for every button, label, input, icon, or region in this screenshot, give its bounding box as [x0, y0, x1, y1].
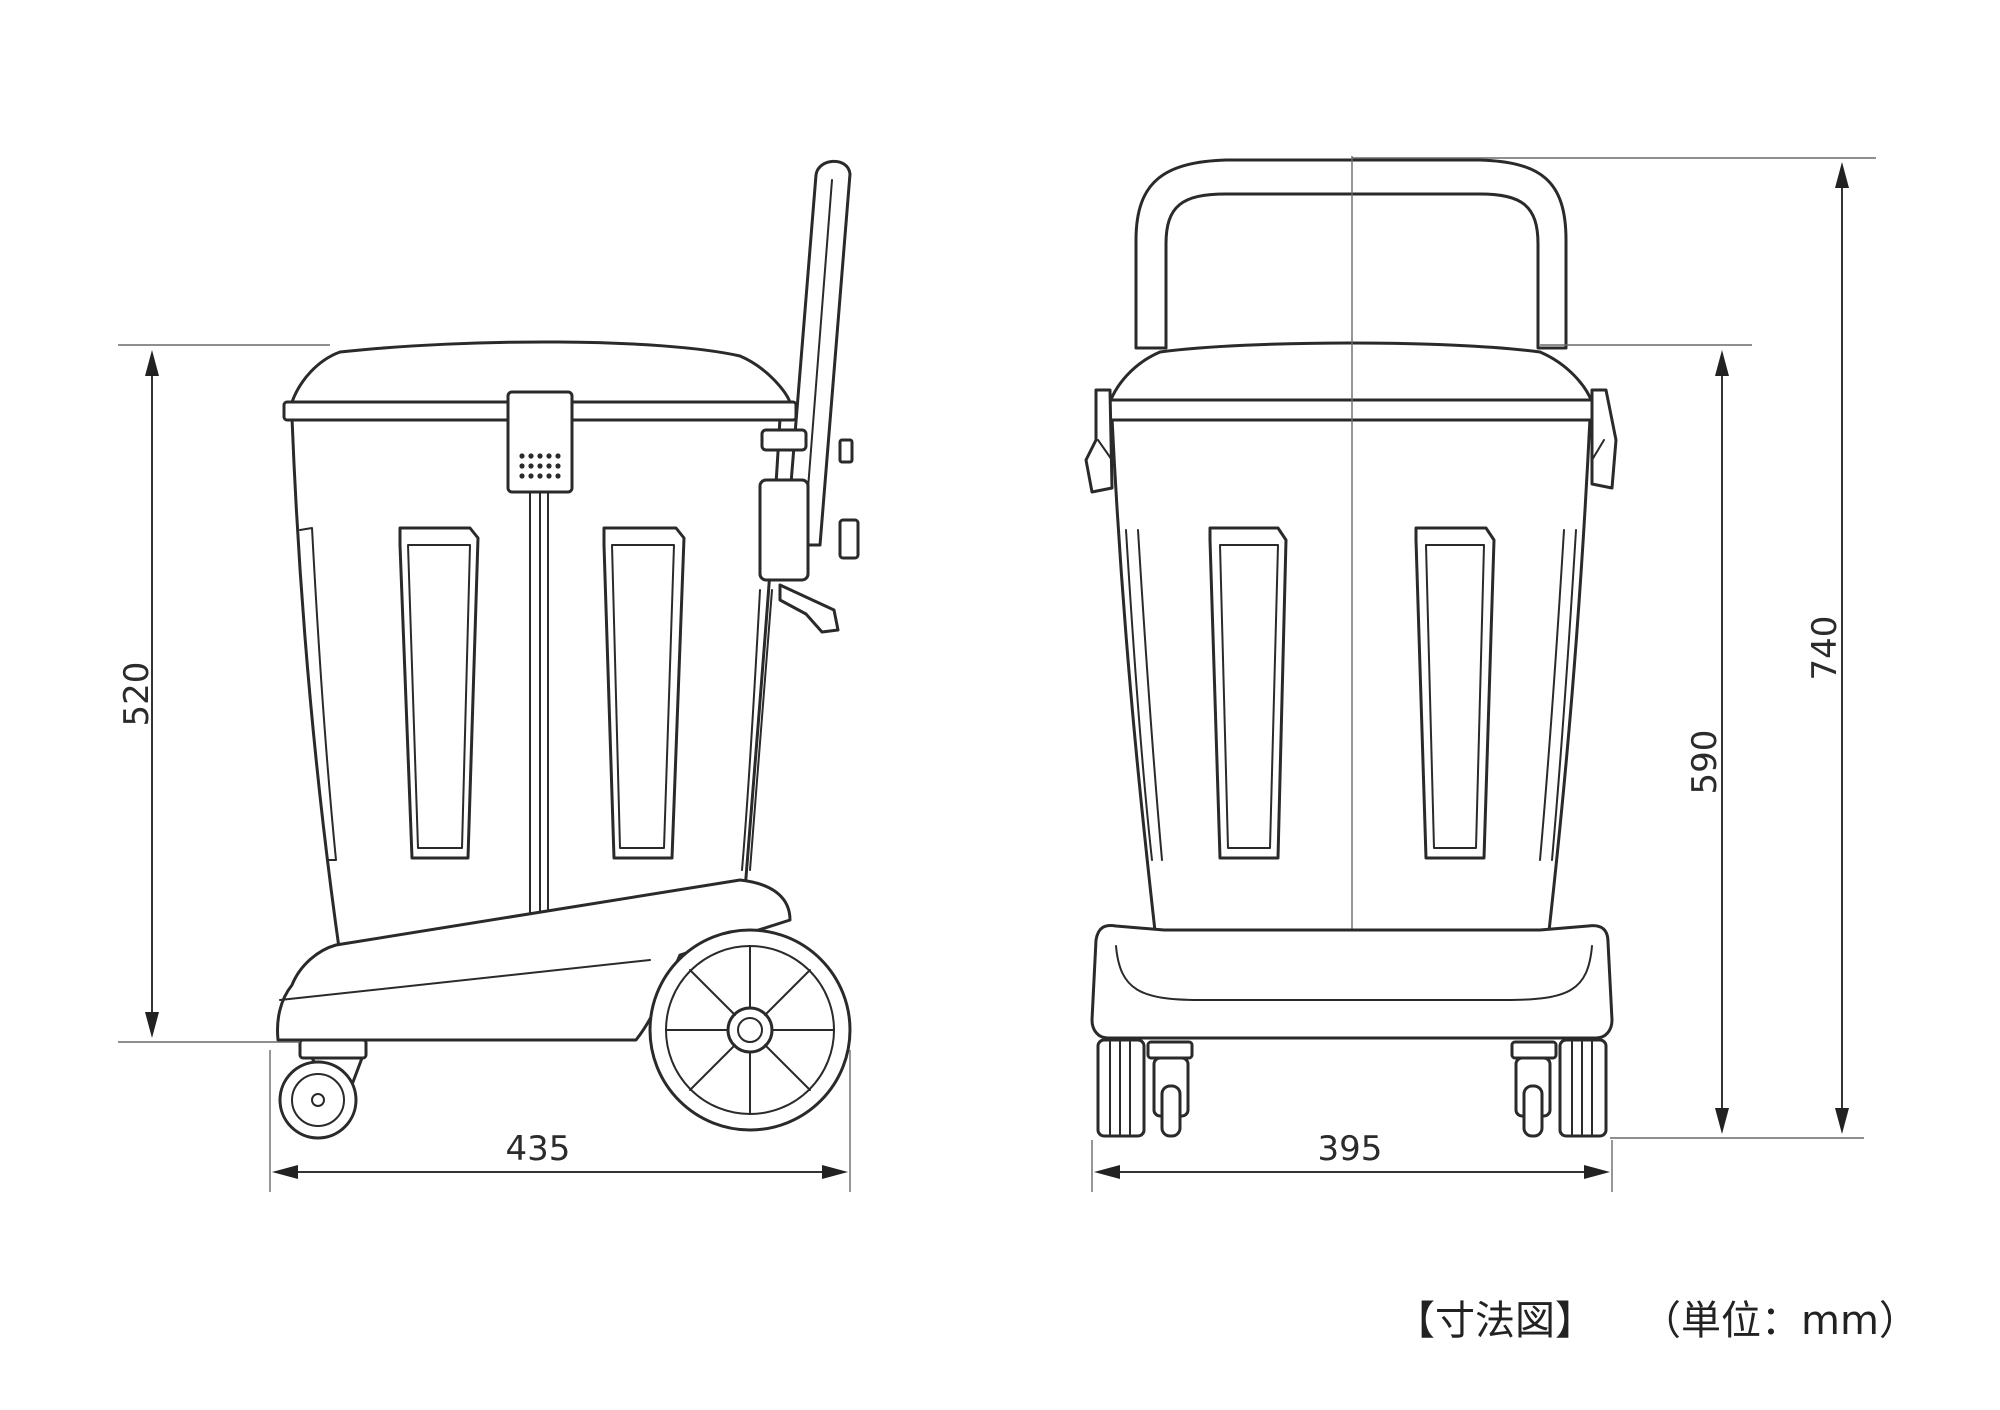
- side-bin-body: [290, 416, 782, 957]
- side-handle-bracket: [760, 428, 808, 452]
- drawing-caption: 【寸法図】 （単位：mm）: [1395, 1288, 1919, 1346]
- front-view: [1084, 156, 1618, 1138]
- front-window-left: [1208, 526, 1288, 860]
- side-view: [276, 159, 860, 1140]
- side-lid: [290, 340, 792, 404]
- front-caster-right: [1510, 1040, 1558, 1138]
- side-window-right: [602, 526, 686, 860]
- front-wheel-left: [1096, 1038, 1146, 1138]
- side-knob: [838, 518, 860, 560]
- front-bin-body: [1110, 416, 1592, 942]
- front-window-right: [1414, 526, 1496, 860]
- caption-label: 【寸法図】: [1395, 1298, 1595, 1344]
- dimension-lines: [118, 157, 1876, 1192]
- front-base: [1090, 924, 1614, 1040]
- caption-unit: （単位：mm）: [1641, 1298, 1919, 1344]
- side-latch-vents: [519, 453, 561, 479]
- front-caster-left: [1146, 1040, 1194, 1138]
- dim-front-width-label: 395: [1318, 1129, 1383, 1169]
- dim-side-width-label: 435: [506, 1129, 571, 1169]
- dim-front-total-height-label: 740: [1805, 616, 1845, 681]
- side-caster: [278, 1038, 368, 1140]
- front-latch-right: [1590, 388, 1618, 490]
- front-handle: [1134, 158, 1568, 350]
- front-lid-rim: [1102, 398, 1600, 422]
- front-lid: [1108, 341, 1594, 404]
- side-wheel: [648, 928, 852, 1132]
- side-window-left: [398, 526, 480, 860]
- front-wheel-right: [1558, 1038, 1608, 1138]
- side-base: [276, 878, 792, 1042]
- dim-front-bin-height-label: 590: [1685, 730, 1725, 795]
- dim-side-height-label: 520: [117, 662, 157, 727]
